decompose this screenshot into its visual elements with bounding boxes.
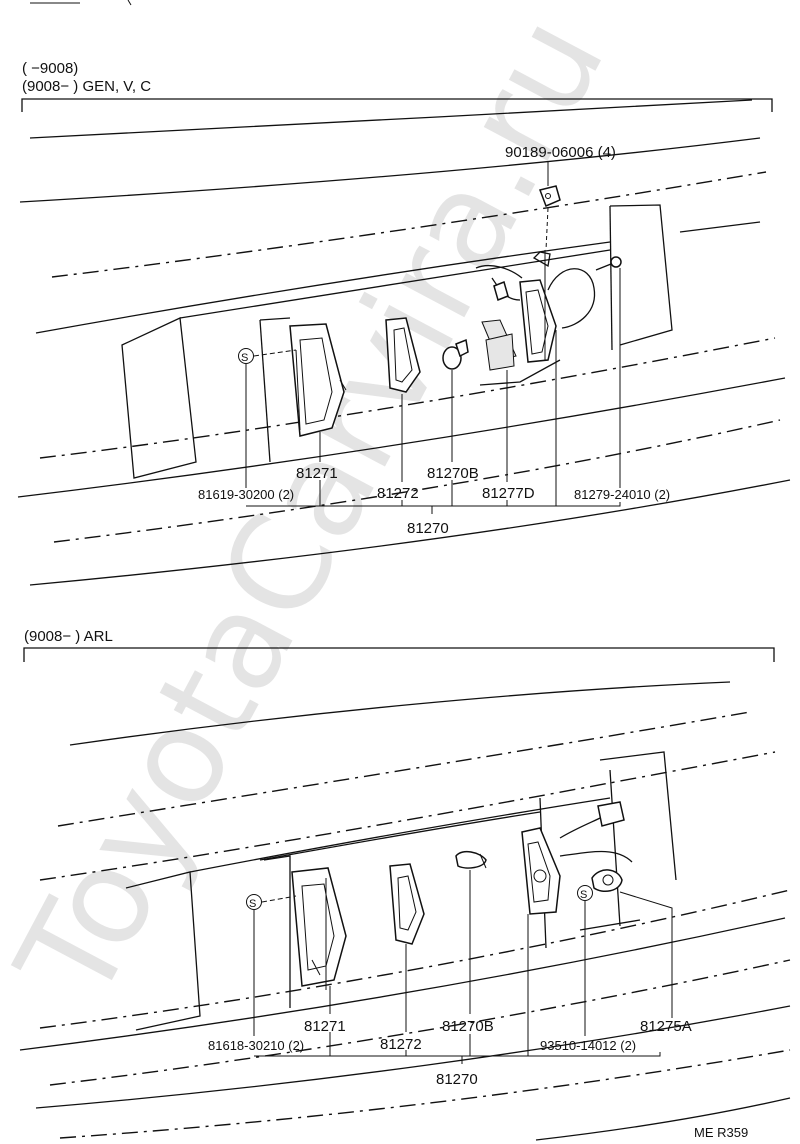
bottom-label-bulb: 81270B <box>442 1018 494 1035</box>
bottom-gasket-81272 <box>389 863 425 945</box>
top-screw-81279 <box>595 256 622 488</box>
top-label-assembly: 81270 <box>407 520 449 537</box>
top-frame-bracket <box>21 98 773 112</box>
top-screw-symbol-left: S <box>238 348 297 488</box>
bottom-label-screw-left: 81618-30210 (2) <box>208 1038 304 1053</box>
bottom-label-screw-right: 93510-14012 (2) <box>540 1038 636 1053</box>
top-label-clip: 90189-06006 (4) <box>505 144 616 161</box>
top-leader-lines <box>246 330 621 514</box>
top-label-socket: 81277D <box>482 485 535 502</box>
bottom-lens-81271 <box>291 867 347 990</box>
bottom-screw-symbol-right-text: S <box>580 889 587 901</box>
top-bulb-81270b <box>442 338 469 370</box>
bottom-socket-81275a <box>521 801 633 915</box>
bottom-frame-bracket <box>23 647 775 662</box>
bottom-screw-symbol-left-text: S <box>249 898 256 910</box>
bottom-label-lens: 81271 <box>304 1018 346 1035</box>
bottom-body-panel <box>19 681 791 1141</box>
bottom-label-socket: 81275A <box>640 1018 692 1035</box>
top-label-gasket: 81272 <box>377 485 419 502</box>
top-lens-81271 <box>289 323 347 437</box>
bottom-screw-symbol-right: S <box>577 885 593 1036</box>
top-header-line1: ( −9008) <box>22 60 78 77</box>
top-section: ( −9008) (9008− ) GEN, V, C <box>17 60 791 586</box>
top-label-bulb: 81270B <box>427 465 479 482</box>
top-screw-symbol-left-text: S <box>241 352 248 364</box>
top-socket-81277d <box>475 250 596 371</box>
bottom-screw-symbol-left: S <box>246 894 297 1036</box>
top-label-lens: 81271 <box>296 465 338 482</box>
top-gasket-81272 <box>385 317 421 393</box>
footer-code: ME R359 <box>694 1125 748 1140</box>
bottom-leader-lines <box>254 870 673 1064</box>
bottom-label-gasket: 81272 <box>380 1036 422 1053</box>
top-label-screw-left: 81619-30200 (2) <box>198 487 294 502</box>
top-label-screw-right: 81279-24010 (2) <box>574 487 670 502</box>
bottom-label-assembly: 81270 <box>436 1071 478 1088</box>
bottom-section: (9008− ) ARL <box>19 628 791 1141</box>
top-clip-90189 <box>539 162 561 251</box>
bottom-header: (9008− ) ARL <box>24 628 113 645</box>
bottom-bulb-81270b <box>455 850 487 869</box>
top-header-line2: (9008− ) GEN, V, C <box>22 78 151 95</box>
top-body-panel <box>17 99 791 586</box>
